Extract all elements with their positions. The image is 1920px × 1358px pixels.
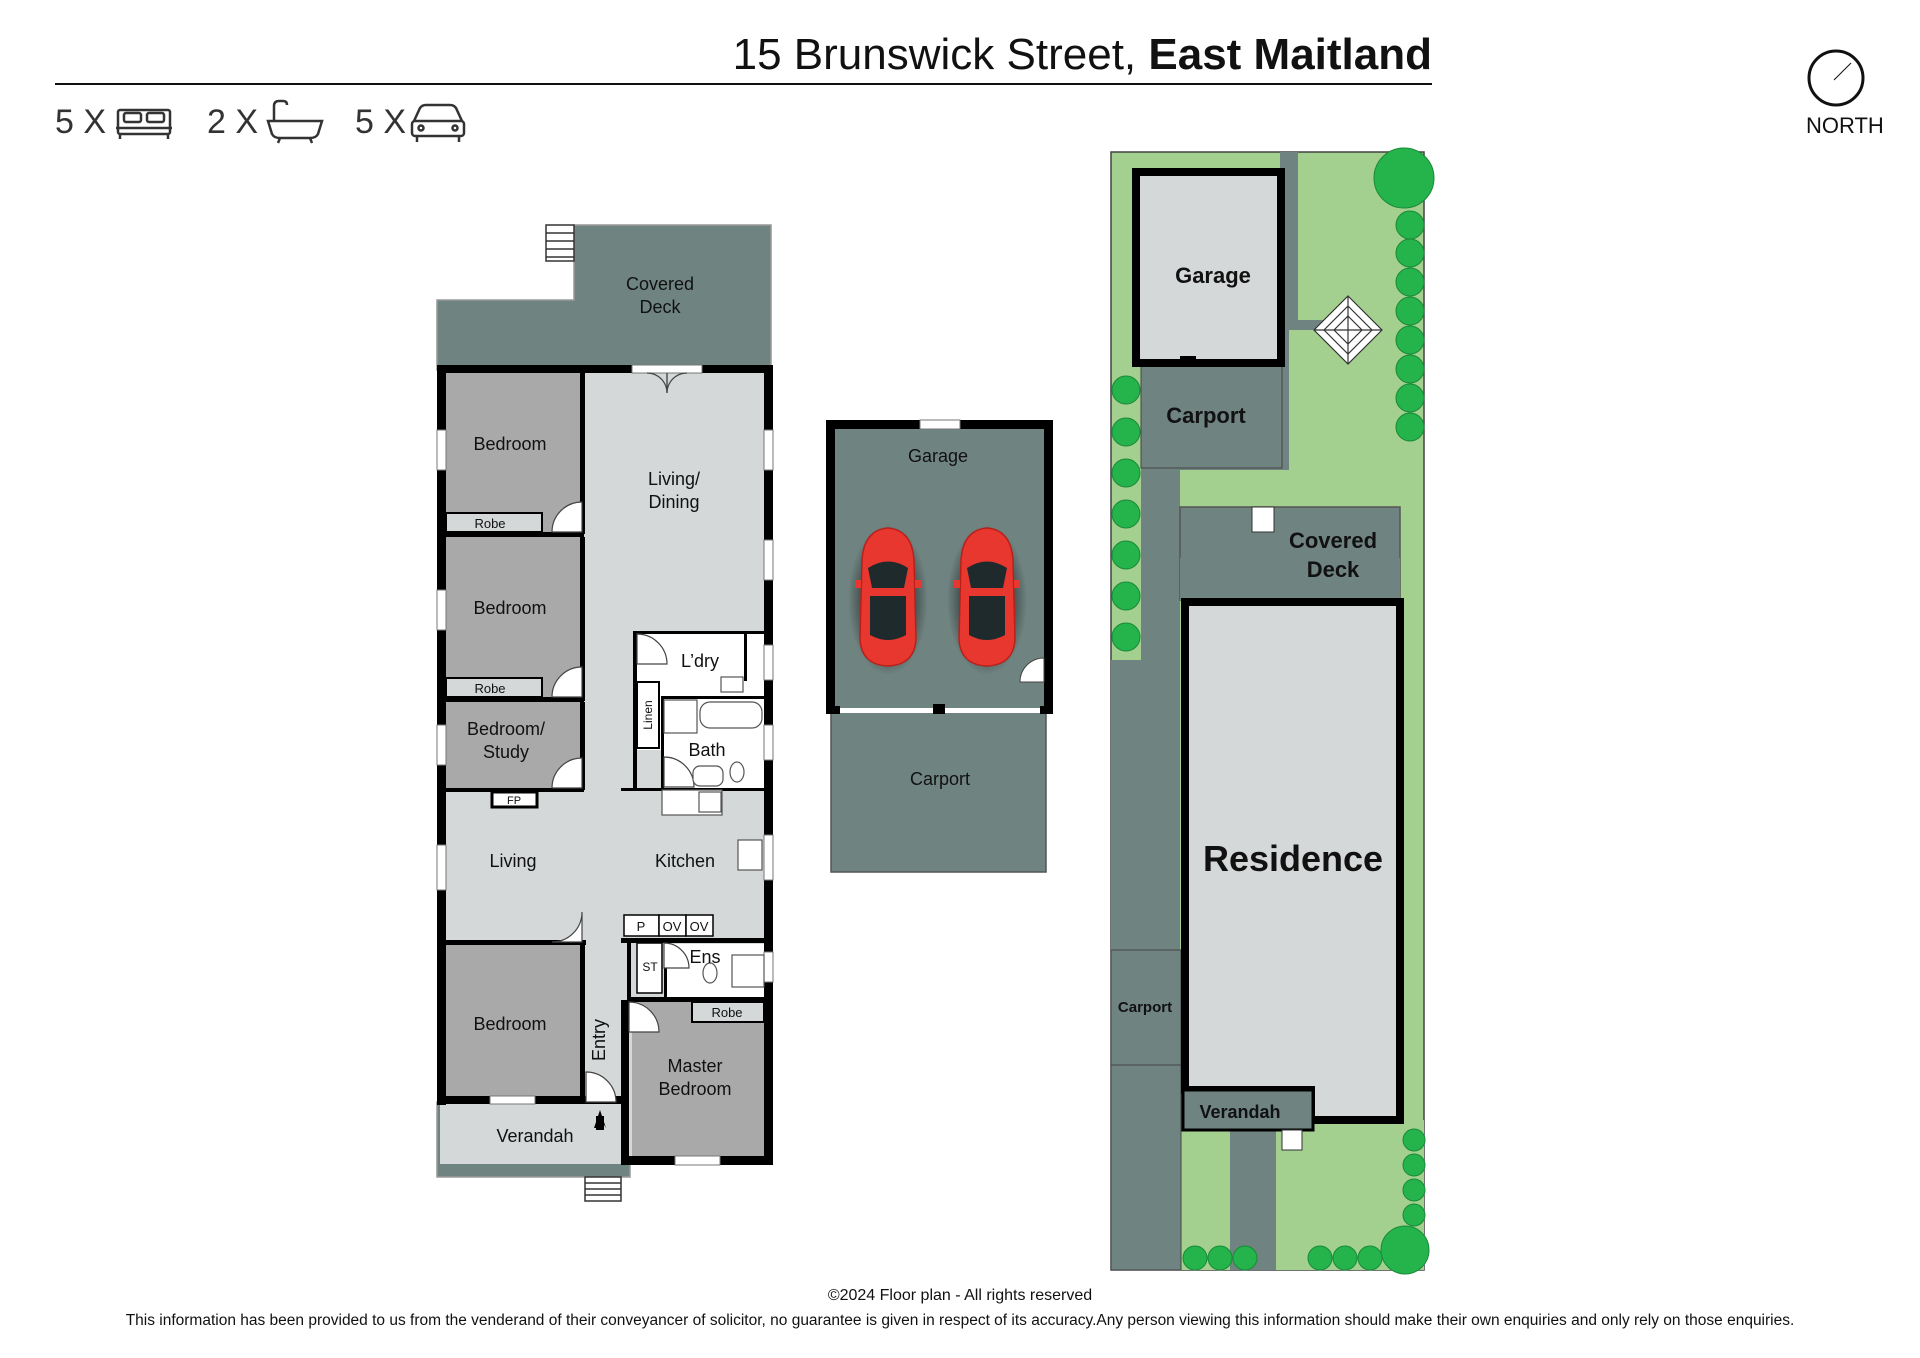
copyright-note: ©2024 Floor plan - All rights reserved (827, 1287, 1093, 1304)
residence-label: Residence (1203, 838, 1383, 879)
bedroom-2-area (444, 537, 582, 699)
verandah-label: Verandah (496, 1126, 573, 1146)
bedroom-study-label-1: Bedroom/ (467, 719, 545, 739)
master-bedroom-label-2: Bedroom (658, 1079, 731, 1099)
robe-3-label: Robe (711, 1005, 742, 1020)
garage-plan (826, 419, 1053, 873)
site-covered-deck-label-2: Deck (1307, 557, 1360, 582)
site-covered-deck-label-1: Covered (1289, 528, 1377, 553)
bath-icon (266, 99, 324, 144)
linen-label: Linen (641, 700, 655, 729)
gazebo-icon (1313, 295, 1383, 365)
fireplace-label: FP (507, 795, 521, 807)
bathroom-count: 2 X (207, 103, 259, 141)
address-suburb: East Maitland (1148, 30, 1432, 79)
property-address: 15 Brunswick Street, East Maitland (733, 30, 1432, 80)
oven-2-label: OV (690, 919, 709, 934)
bath-label: Bath (688, 740, 725, 760)
site-carport-side-label: Carport (1118, 999, 1172, 1016)
covered-deck-label-1: Covered (626, 274, 694, 294)
north-arrow-icon (1807, 49, 1865, 107)
kitchen-label: Kitchen (655, 851, 715, 871)
bedroom-count: 5 X (55, 103, 107, 141)
car-icon (410, 103, 466, 142)
address-street: 15 Brunswick Street, (732, 30, 1137, 79)
bed-icon (116, 108, 172, 139)
laundry-label: L’dry (681, 651, 719, 671)
carport-label: Carport (910, 769, 970, 789)
garage-label: Garage (908, 446, 968, 466)
bedroom-study-label-2: Study (483, 742, 529, 762)
ensuite-label: Ens (689, 947, 720, 967)
deck-stairs (545, 224, 575, 262)
robe-2-label: Robe (474, 681, 505, 696)
site-plan (1110, 147, 1435, 1275)
living-label: Living (489, 851, 536, 871)
robe-1-label: Robe (474, 516, 505, 531)
site-garage-label: Garage (1175, 263, 1251, 288)
oven-1-label: OV (663, 919, 682, 934)
site-carport-label: Carport (1166, 403, 1246, 428)
trees (1111, 147, 1435, 1275)
car-2-icon (947, 525, 1027, 675)
living-dining-label-2: Dining (648, 492, 699, 512)
floor-plan (436, 224, 774, 1202)
car-1-icon (848, 525, 928, 675)
master-bedroom-label-1: Master (667, 1056, 722, 1076)
living-dining-label-1: Living/ (648, 469, 700, 489)
covered-deck-label-2: Deck (639, 297, 681, 317)
carspace-count: 5 X (355, 103, 407, 141)
north-label: NORTH (1806, 113, 1884, 138)
header-divider (55, 83, 1432, 85)
disclaimer-note: This information has been provided to us… (125, 1312, 1795, 1329)
bedroom-3-label: Bedroom (473, 1014, 546, 1034)
site-verandah-label: Verandah (1199, 1102, 1280, 1122)
bedroom-3-area (444, 942, 584, 1098)
store-label: ST (642, 960, 658, 974)
entry-label: Entry (589, 1019, 609, 1061)
bedroom-1-area (444, 372, 582, 534)
bedroom-2-label: Bedroom (473, 598, 546, 618)
bedroom-1-label: Bedroom (473, 434, 546, 454)
pantry-label: P (637, 919, 646, 934)
covered-deck-area (436, 224, 772, 371)
verandah-steps (584, 1176, 622, 1202)
